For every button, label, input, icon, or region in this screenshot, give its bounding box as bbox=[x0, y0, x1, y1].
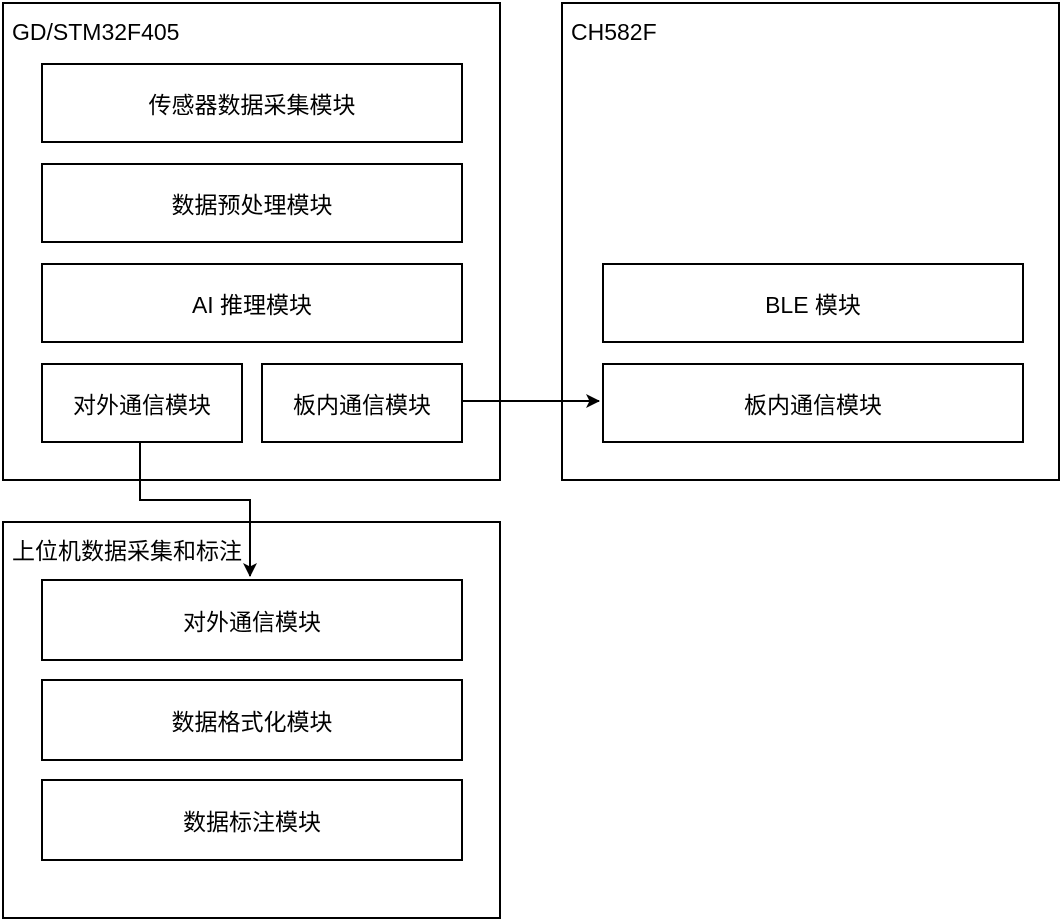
box-onboard-comm-gd: 板内通信模块 bbox=[261, 363, 463, 443]
container-gd-stm32f405: GD/STM32F405 传感器数据采集模块 数据预处理模块 AI 推理模块 对… bbox=[2, 2, 501, 481]
box-label: 对外通信模块 bbox=[73, 392, 211, 418]
box-label: 数据预处理模块 bbox=[171, 192, 333, 218]
box-label: 数据格式化模块 bbox=[171, 709, 333, 735]
container-host-data-labeling: 上位机数据采集和标注 对外通信模块 数据格式化模块 数据标注模块 bbox=[2, 521, 501, 919]
box-external-comm-host: 对外通信模块 bbox=[41, 579, 463, 661]
container-title-ch582f: CH582F bbox=[571, 19, 657, 45]
box-ble: BLE 模块 bbox=[602, 263, 1024, 343]
box-label: 传感器数据采集模块 bbox=[148, 92, 356, 118]
box-label: 板内通信模块 bbox=[293, 392, 431, 418]
box-data-formatting: 数据格式化模块 bbox=[41, 679, 463, 761]
box-label: 板内通信模块 bbox=[744, 392, 882, 418]
box-label: 数据标注模块 bbox=[183, 809, 321, 835]
box-ai-inference: AI 推理模块 bbox=[41, 263, 463, 343]
container-title-gd-stm32f405: GD/STM32F405 bbox=[12, 19, 180, 45]
box-label: AI 推理模块 bbox=[191, 292, 313, 318]
container-title-host-data-labeling: 上位机数据采集和标注 bbox=[12, 538, 242, 564]
box-label: 对外通信模块 bbox=[183, 609, 321, 635]
box-external-comm-gd: 对外通信模块 bbox=[41, 363, 243, 443]
box-onboard-comm-ch582f: 板内通信模块 bbox=[602, 363, 1024, 443]
box-data-preprocessing: 数据预处理模块 bbox=[41, 163, 463, 243]
box-label: BLE 模块 bbox=[765, 292, 861, 318]
box-sensor-data-collection: 传感器数据采集模块 bbox=[41, 63, 463, 143]
box-data-annotation: 数据标注模块 bbox=[41, 779, 463, 861]
container-ch582f: CH582F BLE 模块 板内通信模块 bbox=[561, 2, 1060, 481]
